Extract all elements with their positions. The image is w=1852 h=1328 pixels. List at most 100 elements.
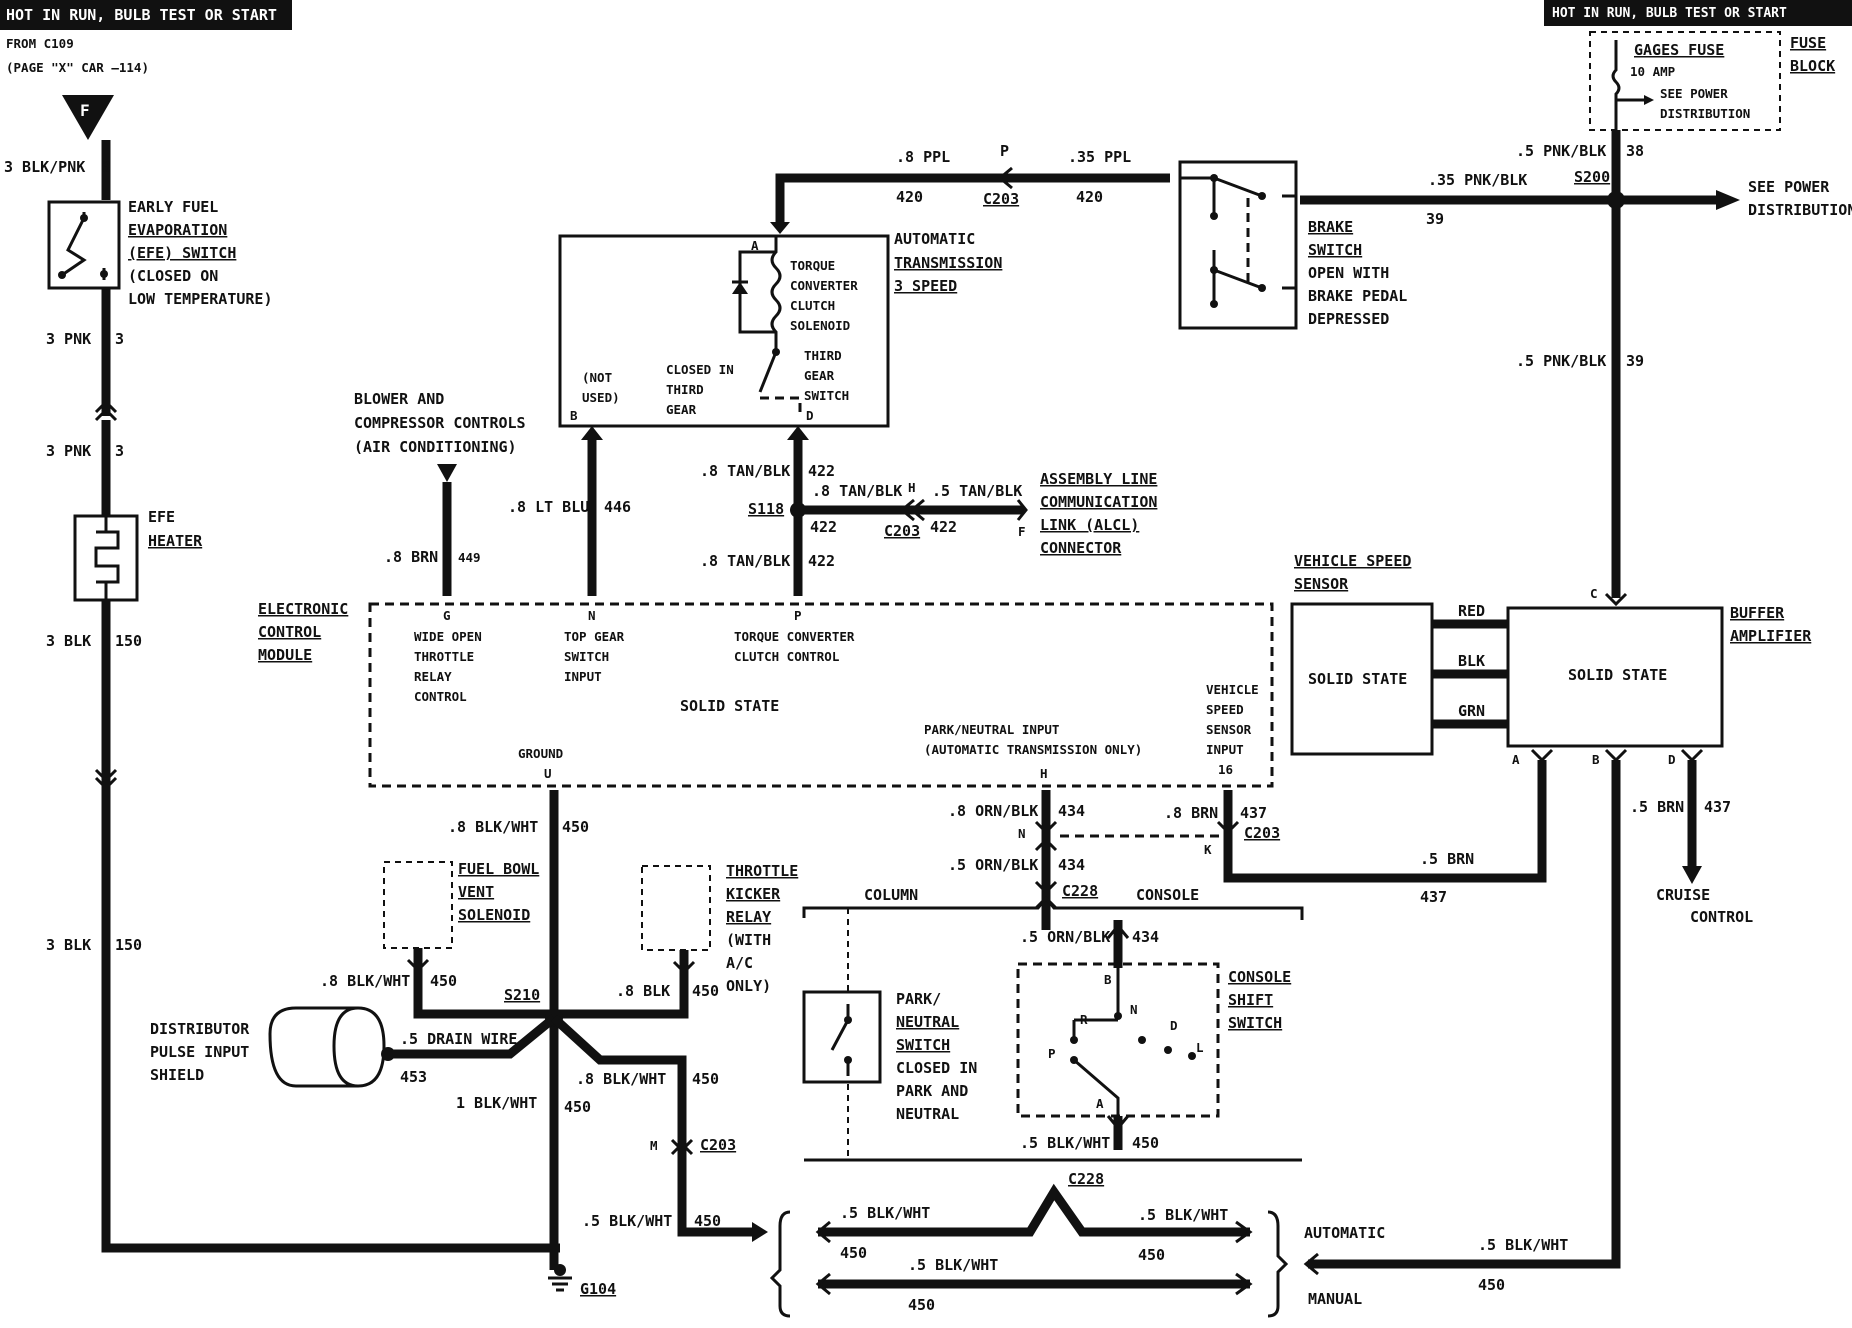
wire-label: 3 BLK <box>46 936 91 954</box>
wire-label: .5 BLK/WHT <box>1020 1134 1110 1152</box>
wire-number: 450 <box>1138 1246 1165 1264</box>
ecm-pin-g: G <box>443 608 451 623</box>
ecm-n-3: INPUT <box>564 669 602 684</box>
fuel-bowl-vent-box <box>383 861 453 949</box>
buffer-box <box>1506 606 1724 748</box>
ecm-vs-1: VEHICLE <box>1206 682 1259 697</box>
connector-label: C203 <box>700 1136 736 1154</box>
efe-label-1: EARLY FUEL <box>128 198 218 216</box>
alcl-label-2: COMMUNICATION <box>1040 493 1157 511</box>
pin-h: H <box>908 480 916 495</box>
brake-label-4: BRAKE PEDAL <box>1308 287 1407 305</box>
efe-label-2: EVAPORATION <box>128 221 227 239</box>
f-terminal-label: F <box>80 101 90 120</box>
header-right: HOT IN RUN, BULB TEST OR START <box>1552 6 1787 21</box>
vss-wires <box>1432 619 1508 729</box>
fuse-see-2: DISTRIBUTION <box>1660 106 1750 121</box>
wire-label: .5 BLK/WHT <box>840 1204 930 1222</box>
fbv-label-3: SOLENOID <box>458 906 530 924</box>
closed-label-3: GEAR <box>666 402 697 417</box>
ecm-pn-1: PARK/NEUTRAL INPUT <box>924 722 1059 737</box>
pin-a: A <box>751 238 759 253</box>
wire-label: 1 BLK/WHT <box>456 1094 537 1112</box>
css-dot <box>1070 1036 1078 1044</box>
from-page: (PAGE "X" CAR —114) <box>6 60 149 75</box>
connector-icon <box>1034 820 1058 910</box>
wire-label: .35 PNK/BLK <box>1428 171 1527 189</box>
wire-number: 434 <box>1132 928 1159 946</box>
ecm-label-1: ELECTRONIC <box>258 600 348 618</box>
connector-icon <box>672 960 696 975</box>
wire-drain <box>388 1014 557 1059</box>
pns-label-5: PARK AND <box>896 1082 968 1100</box>
wire-number: 422 <box>808 552 835 570</box>
connector-label: C203 <box>1244 824 1280 842</box>
connector-icon <box>1530 748 1704 763</box>
fbv-label-2: VENT <box>458 883 494 901</box>
buffer-pin-b: B <box>1592 752 1600 767</box>
splice-s118-label: S118 <box>748 500 784 518</box>
css-pos-r: R <box>1080 1012 1088 1027</box>
ecm-g-1: WIDE OPEN <box>414 629 482 644</box>
efe-label-5: LOW TEMPERATURE) <box>128 290 273 308</box>
buffer-pin-a: A <box>1512 752 1520 767</box>
trans-label-2: TRANSMISSION <box>894 254 1002 272</box>
wire-number: 38 <box>1626 142 1644 160</box>
manual-label: MANUAL <box>1308 1290 1362 1308</box>
see-power-1: SEE POWER <box>1748 178 1830 196</box>
connector-icon <box>1106 923 1130 939</box>
ecm-pin-u: U <box>544 766 552 781</box>
wire-number: 450 <box>694 1212 721 1230</box>
gear-label-1: THIRD <box>804 348 842 363</box>
pin-b: B <box>570 408 578 423</box>
pns-dot <box>844 1016 852 1024</box>
buffer-label-1: BUFFER <box>1730 604 1785 622</box>
pin-k: K <box>1204 842 1212 857</box>
connector-label: C228 <box>1062 882 1098 900</box>
column-label: COLUMN <box>864 886 918 904</box>
wire-label: .5 BRN <box>1630 798 1684 816</box>
wire-label: .8 TAN/BLK <box>700 462 790 480</box>
splice-s210-label: S210 <box>504 986 540 1004</box>
arrow-icon <box>437 464 457 482</box>
from-c109: FROM C109 <box>6 36 74 51</box>
wire-label: .8 TAN/BLK <box>812 482 902 500</box>
wire-number: 450 <box>840 1244 867 1262</box>
wire-number: 450 <box>908 1296 935 1314</box>
wire-label: .8 BLK/WHT <box>320 972 410 990</box>
wire-label: .8 BLK/WHT <box>448 818 538 836</box>
efe-contact-dot <box>80 214 88 222</box>
transmission-box <box>558 234 890 428</box>
wire-number: 3 <box>102 158 111 176</box>
pns-label-3: SWITCH <box>896 1036 950 1054</box>
brake-contact-dot <box>1210 174 1218 182</box>
tcc-label-3: CLUTCH <box>790 298 835 313</box>
tkr-label-2: KICKER <box>726 885 781 903</box>
efe-contact-dot <box>58 271 66 279</box>
wire-label: .8 ORN/BLK <box>948 802 1038 820</box>
wire-number: 449 <box>458 550 481 565</box>
connector-icon <box>670 1138 694 1156</box>
connector-label: C203 <box>983 190 1019 208</box>
connector-label: C203 <box>884 522 920 540</box>
brake-contact-dot <box>1210 212 1218 220</box>
wire-label: .5 BLK/WHT <box>582 1212 672 1230</box>
console-label: CONSOLE <box>1136 886 1199 904</box>
wire-number: 39 <box>1626 352 1644 370</box>
fbv-label-1: FUEL BOWL <box>458 860 539 878</box>
connector-icon <box>997 166 1013 190</box>
wire-number: 437 <box>1240 804 1267 822</box>
efe-label-4: (CLOSED ON <box>128 267 218 285</box>
wire-label: .5 BLK/WHT <box>908 1256 998 1274</box>
pin-n: N <box>1018 826 1026 841</box>
efe-heater-label-2: HEATER <box>148 532 203 550</box>
ground-icon <box>548 1276 572 1292</box>
arrow-icon <box>1716 190 1740 210</box>
wire-label: .8 PPL <box>896 148 950 166</box>
brake-switch-lower <box>1212 178 1296 304</box>
tcc-label-4: SOLENOID <box>790 318 850 333</box>
dist-label-3: SHIELD <box>150 1066 204 1084</box>
blower-label-2: COMPRESSOR CONTROLS <box>354 414 526 432</box>
vss-label-2: SENSOR <box>1294 575 1349 593</box>
